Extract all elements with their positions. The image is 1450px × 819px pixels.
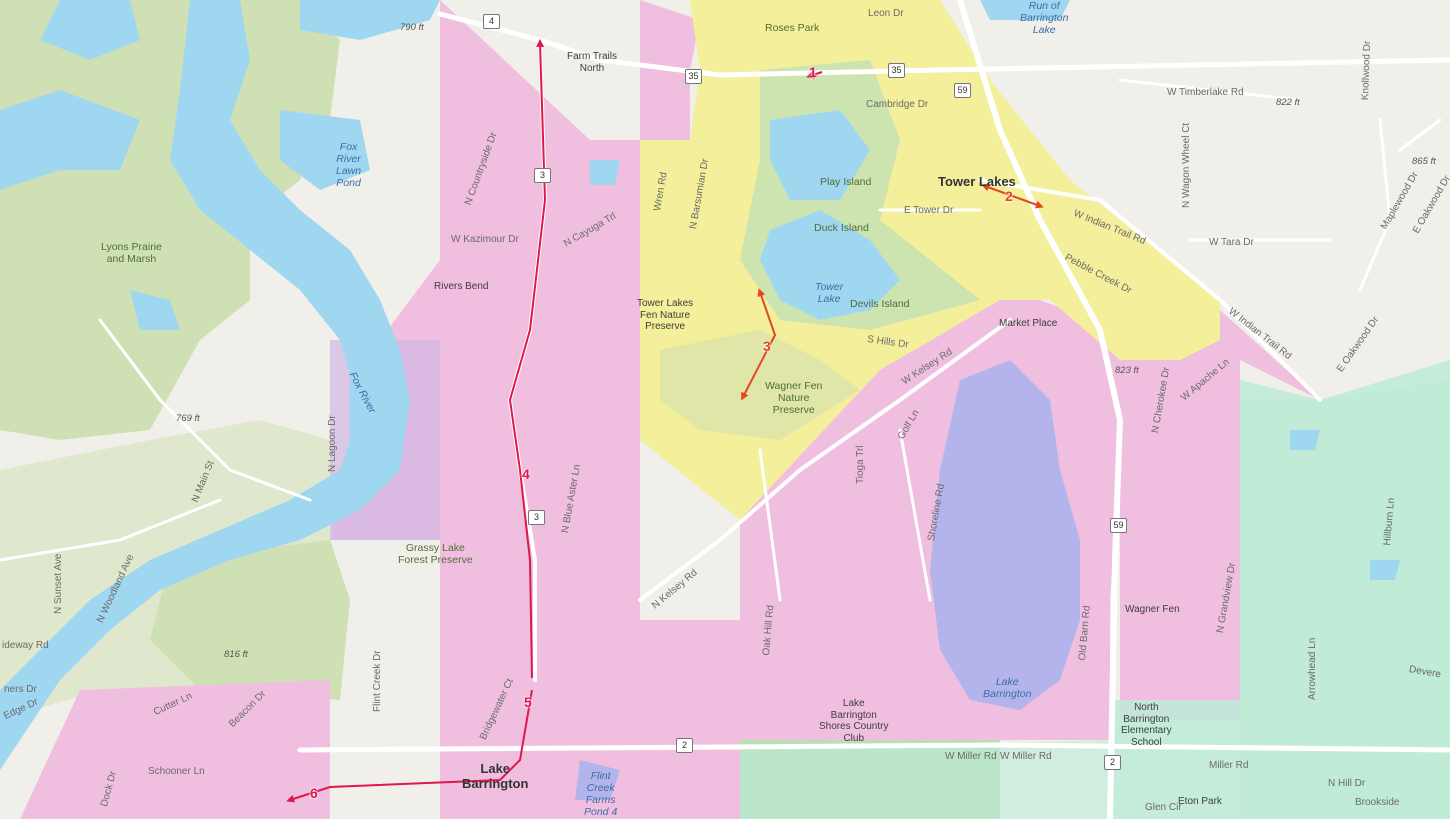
- water-lagoon: [350, 360, 400, 480]
- route-shield-59: 59: [954, 83, 971, 98]
- route-shield-2: 2: [676, 738, 693, 753]
- zone-teal-east: [1110, 360, 1450, 819]
- route-segment-label[interactable]: 2: [1005, 188, 1013, 204]
- route-segment-label[interactable]: 4: [522, 466, 530, 482]
- water-fox-branch: [300, 0, 440, 40]
- zone-pink-east: [1120, 360, 1240, 720]
- route-shield-2: 2: [1104, 755, 1121, 770]
- water-barrington-north: [980, 0, 1070, 20]
- route-line-south: [286, 689, 533, 803]
- zone-pink-southwest: [20, 680, 330, 819]
- water-left-marsh: [130, 290, 180, 330]
- route-shield-3: 3: [528, 510, 545, 525]
- route-shield-35: 35: [685, 69, 702, 84]
- water-fox-river: [0, 0, 410, 770]
- route-segment-label[interactable]: 3: [763, 338, 771, 354]
- water-fox-inlet-1: [40, 0, 140, 60]
- route-line-seg2: [981, 183, 1044, 209]
- route-segment-label[interactable]: 1: [809, 64, 817, 80]
- water-lake-barrington: [930, 360, 1080, 710]
- water-river-pond: [280, 110, 370, 190]
- water-tower-lake: [760, 210, 900, 320]
- route-layer: [286, 39, 1044, 803]
- zone-teal-south: [740, 740, 1110, 819]
- water-flint-pond: [575, 760, 620, 800]
- park-grassy-lake: [150, 540, 350, 700]
- route-shield-4: 4: [483, 14, 500, 29]
- route-line-main: [508, 39, 547, 679]
- water-fox-lake-west: [0, 90, 140, 190]
- route-line-seg3: [741, 288, 777, 401]
- route-segment-label[interactable]: 6: [310, 785, 318, 801]
- route-segment-label[interactable]: 5: [524, 694, 532, 710]
- route-shield-59: 59: [1110, 518, 1127, 533]
- route-shield-3: 3: [534, 168, 551, 183]
- route-shield-35: 35: [888, 63, 905, 78]
- route-line-seg1: [806, 70, 823, 79]
- water-tower-north: [770, 110, 870, 200]
